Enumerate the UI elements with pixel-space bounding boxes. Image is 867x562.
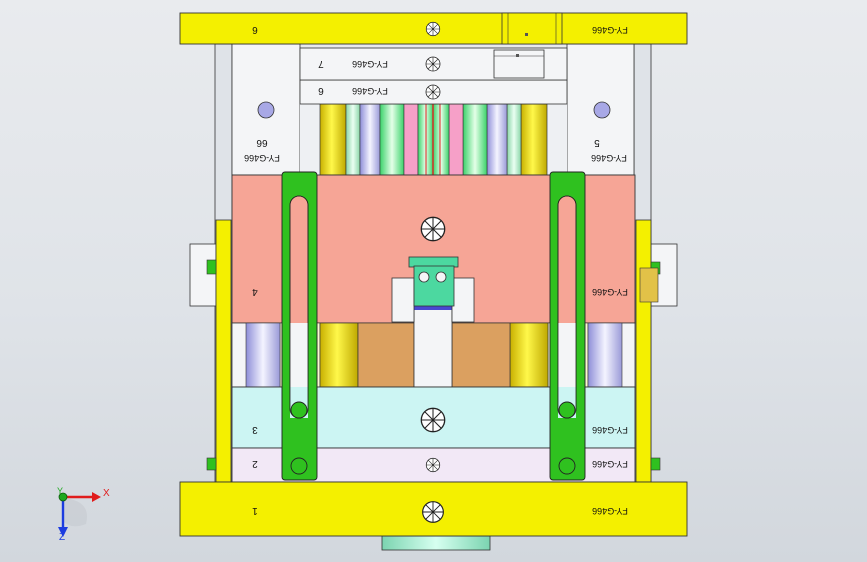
plate2-screw[interactable]	[425, 457, 441, 473]
stripper-6-screw[interactable]	[425, 84, 441, 100]
lower-right-bush[interactable]	[587, 322, 623, 388]
bottom-clamp-screw[interactable]	[422, 501, 444, 523]
ejector-rod-green-2[interactable]	[462, 103, 488, 176]
z-axis-label: Z	[59, 532, 65, 543]
ejector-rod-pink-1[interactable]	[403, 103, 419, 176]
core-screw[interactable]	[420, 407, 446, 433]
right-support-code: FY-G466	[591, 153, 627, 163]
ejector-rod-green-1[interactable]	[379, 103, 405, 176]
insert-hole-left	[418, 271, 430, 283]
y-axis-dot-icon	[58, 492, 68, 502]
upper-right-pillar[interactable]	[520, 103, 548, 176]
cavity-num: 4	[252, 286, 258, 297]
right-support-hole	[593, 101, 611, 119]
lower-right-tan-block[interactable]	[451, 322, 511, 388]
stripper-6-code: FY-G466	[352, 86, 388, 96]
plate2-num: 2	[252, 458, 258, 469]
z-axis-arrow-icon	[58, 527, 68, 537]
right-side-pin-bottom[interactable]	[650, 457, 661, 471]
insert-body[interactable]	[413, 265, 455, 307]
core-code: FY-G466	[592, 425, 628, 435]
upper-right-bush[interactable]	[486, 103, 508, 176]
right-side-cylinder[interactable]	[639, 267, 659, 303]
left-side-pin-top[interactable]	[206, 259, 217, 275]
insert-left-wing[interactable]	[391, 277, 415, 323]
stripper-7-screw[interactable]	[425, 56, 441, 72]
top-clamp-notch	[501, 12, 563, 45]
left-support-hole	[257, 101, 275, 119]
center-ejector-block[interactable]	[413, 307, 453, 388]
top-clamp-num: 6	[252, 24, 258, 35]
y-axis-label: Y	[57, 486, 63, 496]
ejector-rod-pink-2[interactable]	[448, 103, 464, 176]
core-num: 3	[252, 424, 258, 435]
ejector-rod-center-right[interactable]	[432, 103, 450, 176]
left-green-link[interactable]	[281, 171, 318, 481]
left-support-code: FY-G466	[244, 153, 280, 163]
x-axis-label: X	[103, 488, 110, 499]
upper-left-bush[interactable]	[359, 103, 381, 176]
lower-left-tan-block[interactable]	[357, 322, 415, 388]
left-side-bar[interactable]	[215, 219, 232, 483]
insert-hole-right	[435, 271, 447, 283]
orientation-triad[interactable]: X Y Z	[57, 486, 110, 543]
right-support-num: 5	[594, 137, 600, 148]
left-support-num: 66	[256, 137, 268, 148]
cavity-code: FY-G466	[592, 287, 628, 297]
triad-shadow	[62, 498, 87, 527]
insert-top-cap[interactable]	[408, 256, 459, 268]
cavity-screw[interactable]	[420, 216, 446, 242]
right-side-bar[interactable]	[635, 219, 652, 483]
lower-right-pillar[interactable]	[509, 322, 549, 388]
stripper-7-code: FY-G466	[352, 59, 388, 69]
left-side-clamp[interactable]	[189, 243, 217, 307]
stripper-7-num: 7	[318, 58, 324, 69]
stripper-7-pocket-mark	[516, 54, 519, 57]
insert-right-wing[interactable]	[451, 277, 475, 323]
center-ejector-blue-line	[414, 306, 452, 310]
bottom-clamp-num: 1	[252, 505, 258, 516]
top-clamp-screw[interactable]	[425, 21, 441, 37]
lower-left-bush[interactable]	[245, 322, 281, 388]
right-green-link[interactable]	[549, 171, 586, 481]
x-axis-arrow-icon	[92, 492, 101, 502]
plate2-code: FY-G466	[592, 459, 628, 469]
left-side-pin-bottom[interactable]	[206, 457, 217, 471]
stripper-6-num: 6	[318, 85, 324, 96]
upper-right-rod[interactable]	[506, 103, 522, 176]
top-clamp-notch-dot	[525, 33, 528, 36]
upper-left-pillar[interactable]	[319, 103, 347, 176]
upper-left-rod[interactable]	[345, 103, 361, 176]
lower-left-pillar[interactable]	[319, 322, 359, 388]
bottom-clamp-code: FY-G466	[592, 506, 628, 516]
top-clamp-code: FY-G466	[592, 25, 628, 35]
bottom-register-ring[interactable]	[381, 535, 491, 551]
